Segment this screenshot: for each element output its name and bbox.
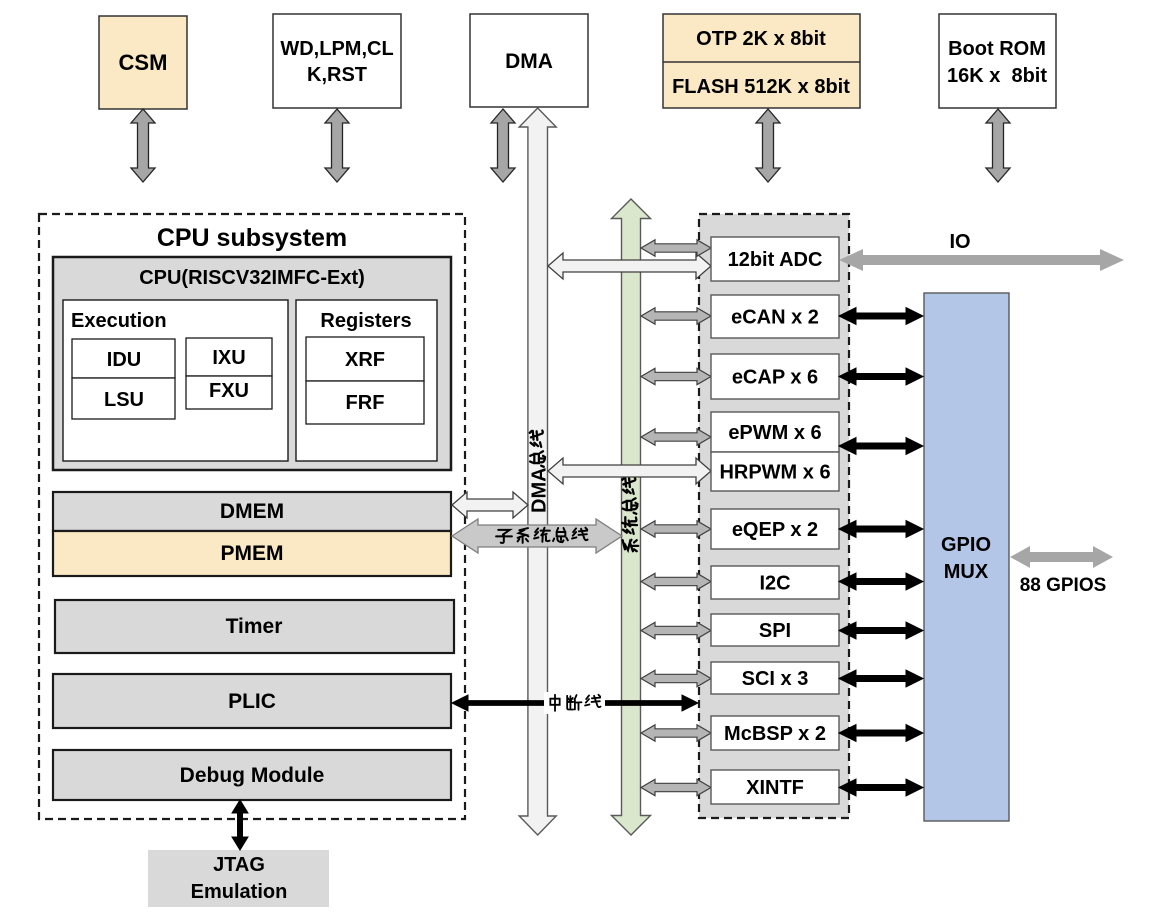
svg-text:HRPWM x 6: HRPWM x 6 bbox=[719, 462, 830, 484]
svg-text:JTAG: JTAG bbox=[213, 854, 265, 876]
svg-text:WD,LPM,CL: WD,LPM,CL bbox=[280, 38, 393, 60]
svg-text:OTP 2K x 8bit: OTP 2K x 8bit bbox=[696, 28, 826, 50]
svg-text:eCAN x 2: eCAN x 2 bbox=[731, 307, 819, 329]
svg-text:XRF: XRF bbox=[345, 349, 385, 371]
svg-text:McBSP x 2: McBSP x 2 bbox=[724, 723, 826, 745]
svg-text:Execution: Execution bbox=[71, 310, 167, 332]
svg-text:MUX: MUX bbox=[944, 561, 989, 583]
svg-text:88 GPIOS: 88 GPIOS bbox=[1020, 575, 1107, 596]
svg-text:FRF: FRF bbox=[346, 392, 385, 414]
svg-text:eQEP x 2: eQEP x 2 bbox=[732, 519, 818, 541]
svg-text:IO: IO bbox=[949, 231, 970, 253]
svg-text:PMEM: PMEM bbox=[221, 542, 284, 565]
svg-text:ePWM x 6: ePWM x 6 bbox=[728, 422, 821, 444]
svg-text:Debug Module: Debug Module bbox=[180, 764, 325, 787]
svg-text:Boot ROM: Boot ROM bbox=[948, 38, 1046, 60]
svg-text:GPIO: GPIO bbox=[941, 534, 991, 556]
svg-text:12bit ADC: 12bit ADC bbox=[728, 249, 823, 271]
svg-text:Timer: Timer bbox=[226, 615, 283, 638]
svg-text:Registers: Registers bbox=[320, 310, 411, 332]
svg-text:PLIC: PLIC bbox=[228, 690, 276, 713]
svg-text:I2C: I2C bbox=[759, 573, 790, 595]
svg-text:DMEM: DMEM bbox=[220, 500, 284, 523]
svg-text:FXU: FXU bbox=[209, 380, 249, 402]
svg-text:CPU(RISCV32IMFC-Ext): CPU(RISCV32IMFC-Ext) bbox=[139, 267, 365, 289]
svg-text:SCI x 3: SCI x 3 bbox=[742, 668, 809, 690]
svg-text:eCAP x 6: eCAP x 6 bbox=[732, 367, 818, 389]
svg-text:DMA: DMA bbox=[529, 467, 551, 513]
svg-text:K,RST: K,RST bbox=[307, 64, 367, 86]
svg-text:IDU: IDU bbox=[107, 349, 141, 371]
svg-text:CSM: CSM bbox=[119, 50, 168, 75]
svg-text:FLASH 512K x 8bit: FLASH 512K x 8bit bbox=[672, 76, 850, 98]
svg-text:SPI: SPI bbox=[759, 620, 791, 642]
svg-text:CPU subsystem: CPU subsystem bbox=[157, 224, 347, 252]
svg-text:XINTF: XINTF bbox=[746, 777, 804, 799]
svg-text:DMA: DMA bbox=[505, 50, 553, 73]
svg-text:16K x 8bit: 16K x 8bit bbox=[947, 65, 1047, 87]
svg-text:Emulation: Emulation bbox=[191, 881, 288, 903]
svg-text:IXU: IXU bbox=[212, 347, 245, 369]
svg-text:LSU: LSU bbox=[104, 389, 144, 411]
